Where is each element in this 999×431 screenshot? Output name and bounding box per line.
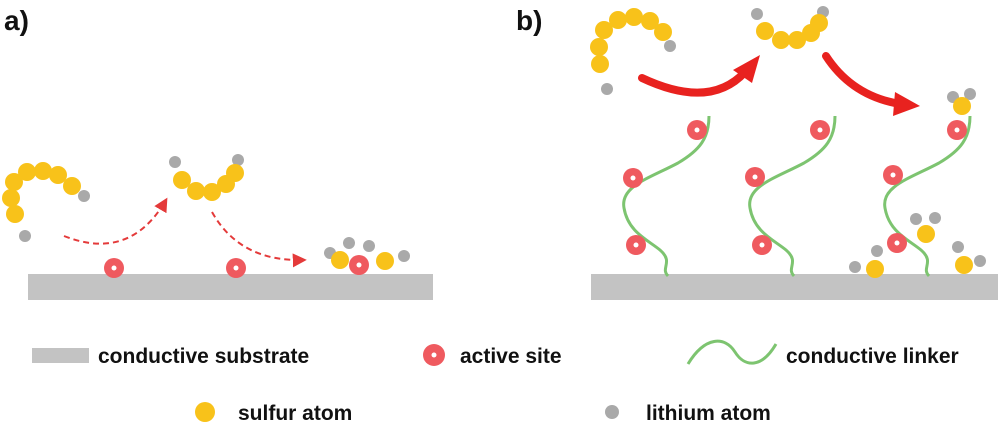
legend: conductive substrate active site conduct… <box>32 339 959 425</box>
conductive-linker <box>622 115 711 278</box>
panel-a-products <box>324 237 410 270</box>
sulfur-atom <box>917 225 935 243</box>
legend-item-active-site: active site <box>423 344 562 368</box>
sulfur-atom <box>772 31 790 49</box>
linker-swatch <box>686 339 778 365</box>
sulfur-atom <box>203 183 221 201</box>
panel-a-label: a) <box>4 5 29 36</box>
sulfur-atom <box>187 182 205 200</box>
lithium-atom <box>910 213 922 225</box>
panel-b-intermediate-chain <box>751 6 829 49</box>
active-site <box>349 255 369 275</box>
sulfur-atom <box>866 260 884 278</box>
panel-b-products <box>849 88 986 278</box>
lithium-atom <box>601 83 613 95</box>
sulfur-atom <box>590 38 608 56</box>
active-site <box>883 165 903 185</box>
active-site <box>687 120 707 140</box>
active-site <box>623 168 643 188</box>
lithium-atom <box>664 40 676 52</box>
sulfur-atom <box>591 55 609 73</box>
sulfur-atom <box>955 256 973 274</box>
active-site <box>226 258 246 278</box>
sulfur-atom <box>953 97 971 115</box>
sulfur-atom <box>63 177 81 195</box>
active-site <box>104 258 124 278</box>
panel-a-intermediate-chain <box>169 154 244 201</box>
legend-item-substrate: conductive substrate <box>32 345 309 368</box>
sulfur-atom <box>788 31 806 49</box>
active-site <box>745 167 765 187</box>
sulfur-atom <box>810 14 828 32</box>
panel-b-arrow-up <box>638 55 760 97</box>
sulfur-atom <box>34 162 52 180</box>
lithium-atom <box>929 212 941 224</box>
legend-item-lithium: lithium atom <box>605 402 771 425</box>
panel-a <box>2 154 433 300</box>
active-site <box>887 233 907 253</box>
active-site <box>947 120 967 140</box>
lithium-atom <box>363 240 375 252</box>
panel-b-substrate <box>591 274 998 300</box>
legend-substrate-label: conductive substrate <box>98 345 309 368</box>
lithium-atom <box>751 8 763 20</box>
panel-a-arrow-down <box>211 211 307 268</box>
lithium-atom <box>398 250 410 262</box>
lithium-atom <box>343 237 355 249</box>
lithium-atom <box>232 154 244 166</box>
sulfur-atom <box>5 173 23 191</box>
sulfur-atom <box>2 189 20 207</box>
lithium-swatch <box>605 405 619 419</box>
sulfur-atom <box>49 166 67 184</box>
legend-active-site-label: active site <box>460 345 562 368</box>
sulfur-swatch <box>195 402 215 422</box>
sulfur-atom <box>6 205 24 223</box>
panel-b-polysulfide-chain <box>590 8 676 95</box>
legend-lithium-label: lithium atom <box>646 402 771 425</box>
sulfur-atom <box>173 171 191 189</box>
lithium-atom <box>169 156 181 168</box>
panel-b-label: b) <box>516 5 542 36</box>
lithium-atom <box>78 190 90 202</box>
legend-sulfur-label: sulfur atom <box>238 402 352 425</box>
lithium-atom <box>849 261 861 273</box>
legend-linker-label: conductive linker <box>786 345 959 368</box>
panel-b-arrow-down <box>822 52 920 116</box>
sulfur-atom <box>331 251 349 269</box>
active-site-swatch <box>423 344 445 366</box>
panel-a-substrate <box>28 274 433 300</box>
sulfur-atom <box>609 11 627 29</box>
sulfur-atom <box>756 22 774 40</box>
lithium-atom <box>974 255 986 267</box>
active-site <box>810 120 830 140</box>
panel-a-arrow-up <box>63 197 168 245</box>
sulfur-atom <box>18 163 36 181</box>
lithium-atom <box>952 241 964 253</box>
sulfur-atom <box>625 8 643 26</box>
conductive-linker <box>748 115 837 278</box>
sulfur-atom <box>226 164 244 182</box>
sulfur-atom <box>595 21 613 39</box>
sulfur-atom <box>641 12 659 30</box>
legend-item-linker: conductive linker <box>686 339 959 368</box>
lithium-atom <box>964 88 976 100</box>
lithium-atom <box>871 245 883 257</box>
substrate-swatch <box>32 348 89 363</box>
active-site <box>752 235 772 255</box>
conductive-linker <box>883 115 972 278</box>
lithium-atom <box>19 230 31 242</box>
panel-a-polysulfide-chain <box>2 162 90 242</box>
sulfur-atom <box>654 23 672 41</box>
panel-b <box>590 6 998 300</box>
active-site <box>626 235 646 255</box>
legend-item-sulfur: sulfur atom <box>195 402 352 425</box>
sulfur-atom <box>376 252 394 270</box>
